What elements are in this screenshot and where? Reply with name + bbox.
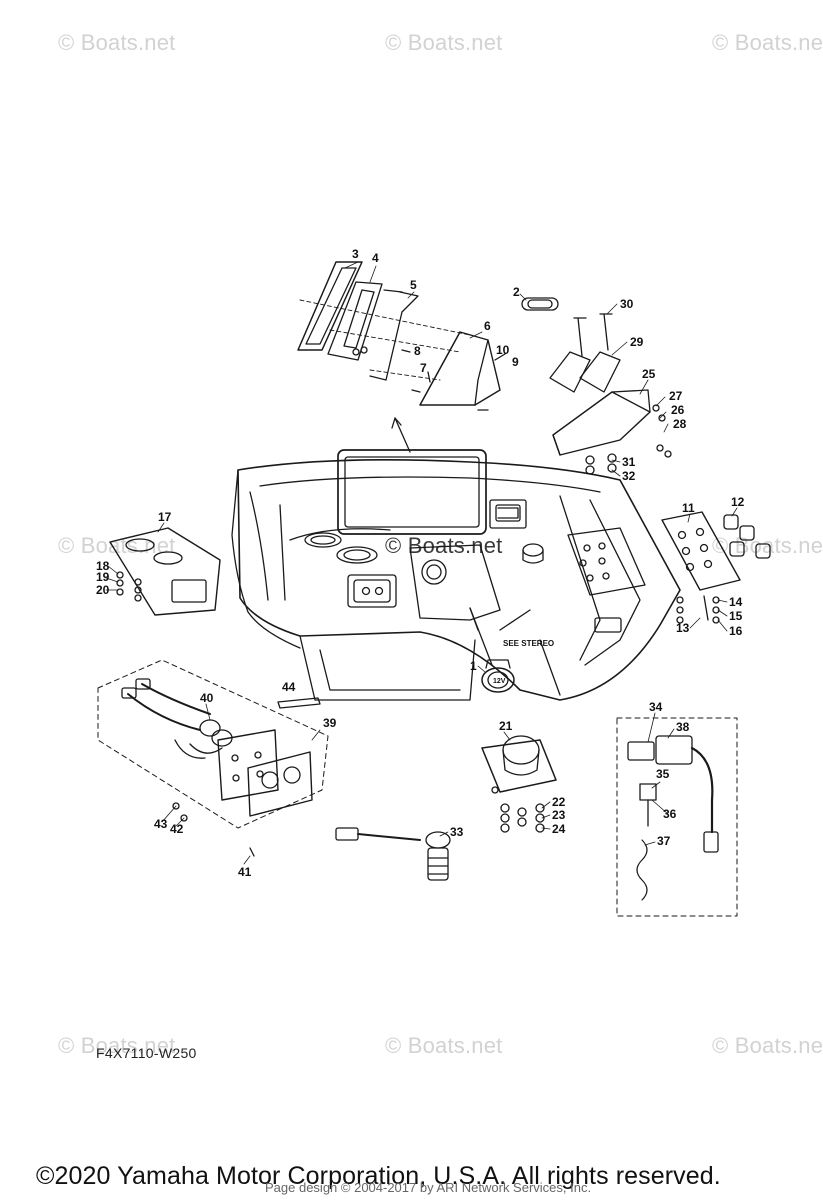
callout-6: 6 bbox=[484, 319, 491, 333]
watermark-top-center: © Boats.net bbox=[385, 30, 503, 55]
callout-36: 36 bbox=[663, 807, 677, 821]
callout-15: 15 bbox=[729, 609, 743, 623]
callout-7: 7 bbox=[420, 361, 427, 375]
label-plate-44 bbox=[277, 697, 321, 709]
callout-32: 32 bbox=[622, 469, 636, 483]
callout-42: 42 bbox=[170, 822, 184, 836]
watermark-bottom-left: © Boats.net bbox=[58, 1033, 176, 1058]
callout-34: 34 bbox=[649, 700, 663, 714]
bracket-group-25 bbox=[549, 313, 672, 475]
switch-panel-11 bbox=[661, 511, 771, 624]
callout-29: 29 bbox=[630, 335, 644, 349]
left-plate-17 bbox=[109, 527, 221, 616]
dashboard-console bbox=[231, 458, 681, 701]
callout-43: 43 bbox=[154, 817, 168, 831]
callout-20: 20 bbox=[96, 583, 110, 597]
callout-41: 41 bbox=[238, 865, 252, 879]
callout-labels: 3 4 5 6 7 8 9 10 2 30 29 25 27 26 28 31 … bbox=[96, 247, 745, 879]
switch-part-2 bbox=[521, 297, 559, 311]
callout-30: 30 bbox=[620, 297, 634, 311]
watermark-bottom-right: © Boats.net bbox=[712, 1033, 823, 1058]
page-design-credit: Page design © 2004-2017 by ARI Network S… bbox=[265, 1180, 592, 1195]
power-socket-1 bbox=[481, 659, 515, 693]
callout-9: 9 bbox=[512, 355, 519, 369]
callout-19: 19 bbox=[96, 570, 110, 584]
callout-13: 13 bbox=[676, 621, 690, 635]
callout-14: 14 bbox=[729, 595, 743, 609]
callout-18: 18 bbox=[96, 559, 110, 573]
callout-2: 2 bbox=[513, 285, 520, 299]
callout-31: 31 bbox=[622, 455, 636, 469]
copyright-text: ©2020 Yamaha Motor Corporation, U.S.A. A… bbox=[36, 1162, 721, 1190]
callout-26: 26 bbox=[671, 403, 685, 417]
callout-11: 11 bbox=[682, 501, 695, 515]
watermark-bottom-center: © Boats.net bbox=[385, 1033, 503, 1058]
arrow-up bbox=[394, 417, 411, 453]
callout-38: 38 bbox=[676, 720, 690, 734]
callout-5: 5 bbox=[410, 278, 417, 292]
callout-23: 23 bbox=[552, 808, 566, 822]
callout-33: 33 bbox=[450, 825, 464, 839]
callout-40: 40 bbox=[200, 691, 214, 705]
display-exploded-group bbox=[297, 261, 506, 411]
callout-12: 12 bbox=[731, 495, 745, 509]
watermark-top-right: © Boats.net bbox=[712, 30, 823, 55]
callout-16: 16 bbox=[729, 624, 743, 638]
leader-see-stereo bbox=[499, 609, 531, 631]
see-stereo-note: SEE STEREO bbox=[503, 639, 554, 648]
callout-28: 28 bbox=[673, 417, 687, 431]
callout-17: 17 bbox=[158, 510, 172, 524]
callout-8: 8 bbox=[414, 344, 421, 358]
callout-1: 1 bbox=[470, 659, 477, 673]
callout-25: 25 bbox=[642, 367, 656, 381]
callout-39: 39 bbox=[323, 716, 337, 730]
leader-lines bbox=[105, 261, 738, 865]
callout-24: 24 bbox=[552, 822, 566, 836]
kill-switch-box bbox=[616, 717, 738, 917]
callout-4: 4 bbox=[372, 251, 379, 265]
joystick-21 bbox=[481, 735, 557, 833]
callout-21: 21 bbox=[499, 719, 513, 733]
callout-44: 44 bbox=[282, 680, 296, 694]
diagram-code: F4X7110-W250 bbox=[96, 1045, 197, 1061]
outlet-box-group bbox=[97, 659, 329, 857]
socket-label: 12V bbox=[493, 678, 506, 685]
callout-22: 22 bbox=[552, 795, 566, 809]
callout-27: 27 bbox=[669, 389, 683, 403]
harness-33 bbox=[335, 827, 451, 881]
mfd-display bbox=[337, 449, 487, 535]
callout-3: 3 bbox=[352, 247, 359, 261]
callout-37: 37 bbox=[657, 834, 671, 848]
watermark-top-left: © Boats.net bbox=[58, 30, 176, 55]
callout-10: 10 bbox=[496, 343, 510, 357]
callout-35: 35 bbox=[656, 767, 670, 781]
